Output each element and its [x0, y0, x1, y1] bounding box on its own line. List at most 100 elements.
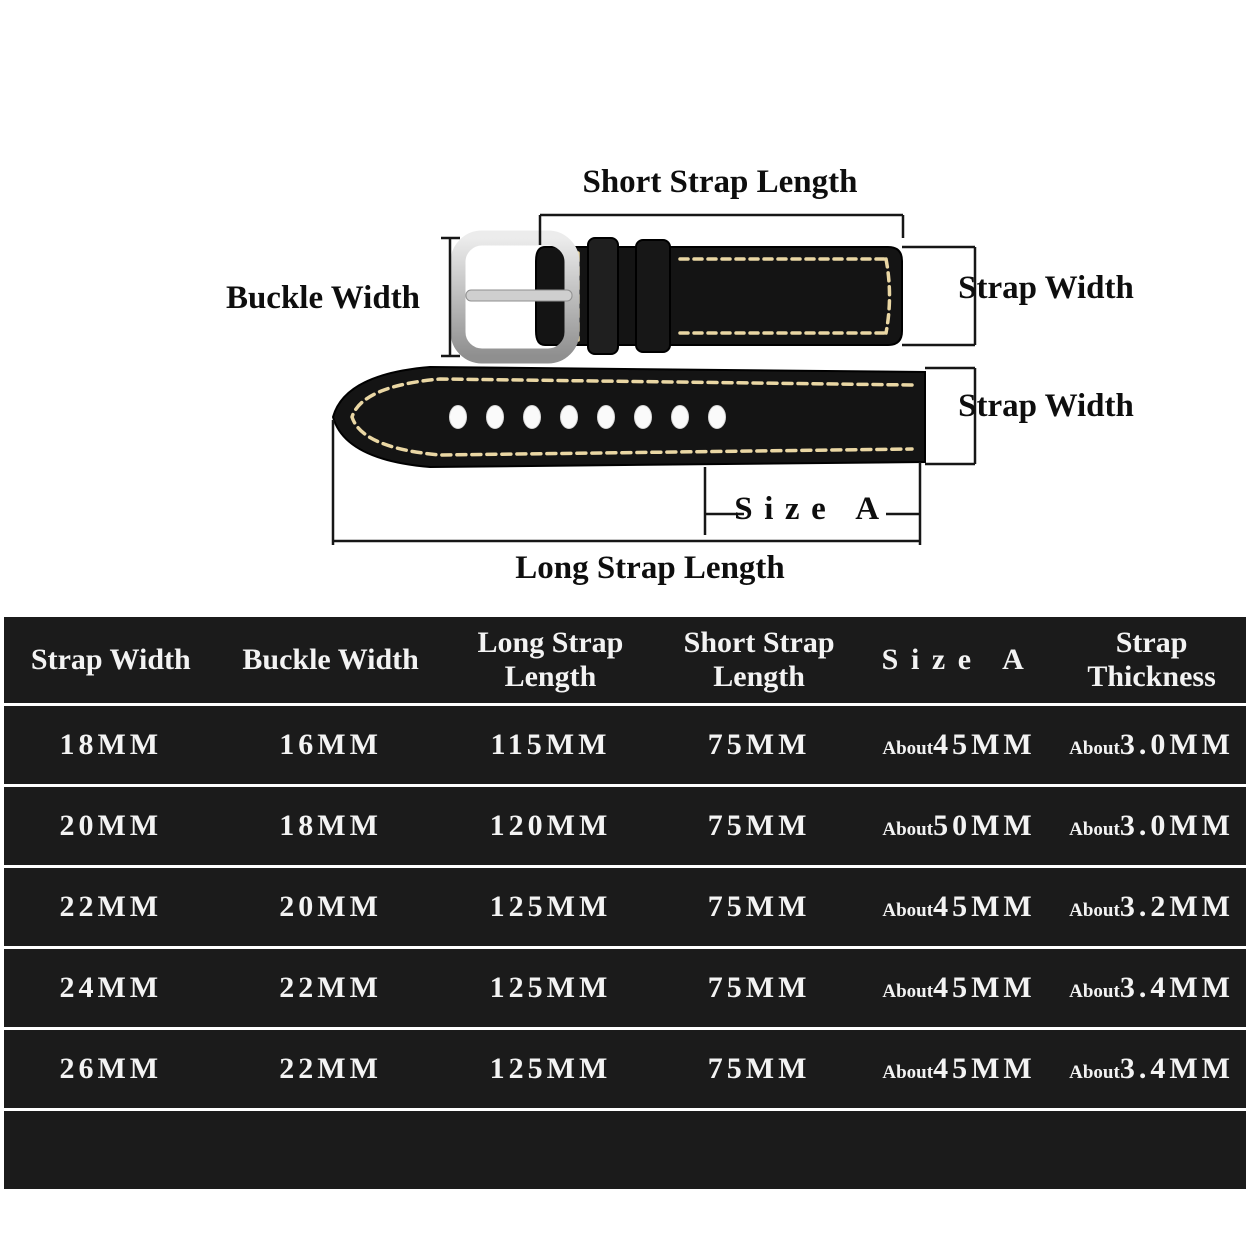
cell-value: 24MM	[59, 971, 163, 1004]
cell-size-a: About45MM	[861, 971, 1057, 1005]
stitching	[350, 377, 914, 457]
cell-size-a: About45MM	[861, 890, 1057, 924]
cell-strap-thickness: About3.4MM	[1057, 1052, 1246, 1086]
buckle-prong	[465, 289, 573, 302]
cell-buckle-width: 16MM	[218, 728, 444, 762]
long-strap-piece	[331, 365, 926, 469]
cell-value: 3.0MM	[1119, 728, 1234, 761]
strap-keeper	[587, 237, 619, 355]
cell-value: 3.0MM	[1119, 809, 1234, 842]
cell-value: 26MM	[59, 1052, 163, 1085]
header-line: Short Strap	[683, 626, 835, 660]
cell-size-a: About45MM	[861, 1052, 1057, 1086]
cell-value: 22MM	[59, 890, 163, 923]
cell-value: 45MM	[933, 890, 1036, 923]
cell-prefix: About	[1069, 900, 1120, 921]
cell-long-strap-length: 125MM	[444, 971, 658, 1005]
cell-strap-thickness: About3.0MM	[1057, 728, 1246, 762]
cell-value: 45MM	[933, 1052, 1036, 1085]
header-line: Buckle Width	[242, 643, 419, 677]
cell-strap-width: 26MM	[4, 1052, 218, 1086]
cell-value: 125MM	[489, 971, 612, 1004]
cell-value: 75MM	[707, 728, 811, 761]
cell-short-strap-length: 75MM	[657, 809, 861, 843]
header-line: Size A	[881, 643, 1037, 677]
cell-value: 125MM	[489, 1052, 612, 1085]
cell-prefix: About	[1069, 819, 1120, 840]
cell-short-strap-length: 75MM	[657, 971, 861, 1005]
cell-prefix: About	[1069, 981, 1120, 1002]
buckle	[450, 230, 580, 364]
column-header-buckle-width: Buckle Width	[218, 643, 444, 677]
cell-strap-thickness: About3.2MM	[1057, 890, 1246, 924]
column-header-size-a: Size A	[861, 643, 1057, 677]
cell-long-strap-length: 120MM	[444, 809, 658, 843]
cell-value: 75MM	[707, 809, 811, 842]
cell-prefix: About	[882, 981, 934, 1002]
table-row: 24MM 22MM 125MM 75MM About45MM About3.4M…	[4, 949, 1246, 1030]
cell-value: 75MM	[707, 971, 811, 1004]
table-row: 22MM 20MM 125MM 75MM About45MM About3.2M…	[4, 868, 1246, 949]
cell-value: 3.4MM	[1119, 971, 1234, 1004]
strap-diagram: Short Strap Length Buckle Width Strap Wi…	[0, 0, 1250, 616]
cell-buckle-width: 18MM	[218, 809, 444, 843]
cell-value: 75MM	[707, 890, 811, 923]
cell-strap-thickness: About3.4MM	[1057, 971, 1246, 1005]
cell-strap-width: 20MM	[4, 809, 218, 843]
cell-strap-thickness: About3.0MM	[1057, 809, 1246, 843]
buckle-width-label: Buckle Width	[225, 280, 421, 316]
table-row: 26MM 22MM 125MM 75MM About45MM About3.4M…	[4, 1030, 1246, 1111]
cell-size-a: About50MM	[861, 809, 1057, 843]
cell-value: 18MM	[59, 728, 163, 761]
cell-value: 75MM	[707, 1052, 811, 1085]
cell-size-a: About45MM	[861, 728, 1057, 762]
cell-buckle-width: 20MM	[218, 890, 444, 924]
strap-keeper	[635, 239, 671, 353]
table-row: 20MM 18MM 120MM 75MM About50MM About3.0M…	[4, 787, 1246, 868]
cell-long-strap-length: 125MM	[444, 1052, 658, 1086]
cell-value: 45MM	[933, 971, 1036, 1004]
cell-short-strap-length: 75MM	[657, 1052, 861, 1086]
cell-value: 120MM	[489, 809, 612, 842]
cell-prefix: About	[882, 1062, 934, 1083]
header-line: Long Strap	[477, 626, 624, 660]
cell-strap-width: 18MM	[4, 728, 218, 762]
table-row: 18MM 16MM 115MM 75MM About45MM About3.0M…	[4, 706, 1246, 787]
cell-buckle-width: 22MM	[218, 971, 444, 1005]
cell-value: 125MM	[489, 890, 612, 923]
cell-long-strap-length: 125MM	[444, 890, 658, 924]
header-line: Length	[504, 660, 597, 693]
header-line: Strap	[1115, 626, 1188, 660]
cell-prefix: About	[1069, 1062, 1120, 1083]
cell-buckle-width: 22MM	[218, 1052, 444, 1086]
cell-value: 18MM	[279, 809, 382, 842]
cell-strap-width: 24MM	[4, 971, 218, 1005]
cell-value: 115MM	[490, 728, 611, 761]
dimension-lines	[331, 213, 977, 545]
strap-width-top-label: Strap Width	[958, 270, 1134, 306]
cell-value: 45MM	[933, 728, 1036, 761]
cell-prefix: About	[882, 819, 934, 840]
cell-short-strap-length: 75MM	[657, 890, 861, 924]
cell-value: 20MM	[59, 809, 163, 842]
cell-value: 3.2MM	[1119, 890, 1234, 923]
strap-width-bottom-label: Strap Width	[958, 388, 1134, 424]
cell-value: 20MM	[279, 890, 382, 923]
cell-value: 16MM	[279, 728, 382, 761]
header-line: Length	[713, 660, 805, 693]
short-strap-length-label: Short Strap Length	[582, 164, 858, 200]
header-line: Strap Width	[30, 643, 191, 677]
cell-prefix: About	[882, 738, 934, 759]
table-footer-band	[4, 1111, 1246, 1187]
cell-value: 50MM	[933, 809, 1036, 842]
short-strap-piece	[535, 237, 903, 355]
long-strap-length-label: Long Strap Length	[515, 550, 785, 586]
cell-strap-width: 22MM	[4, 890, 218, 924]
strap-holes	[449, 405, 726, 429]
